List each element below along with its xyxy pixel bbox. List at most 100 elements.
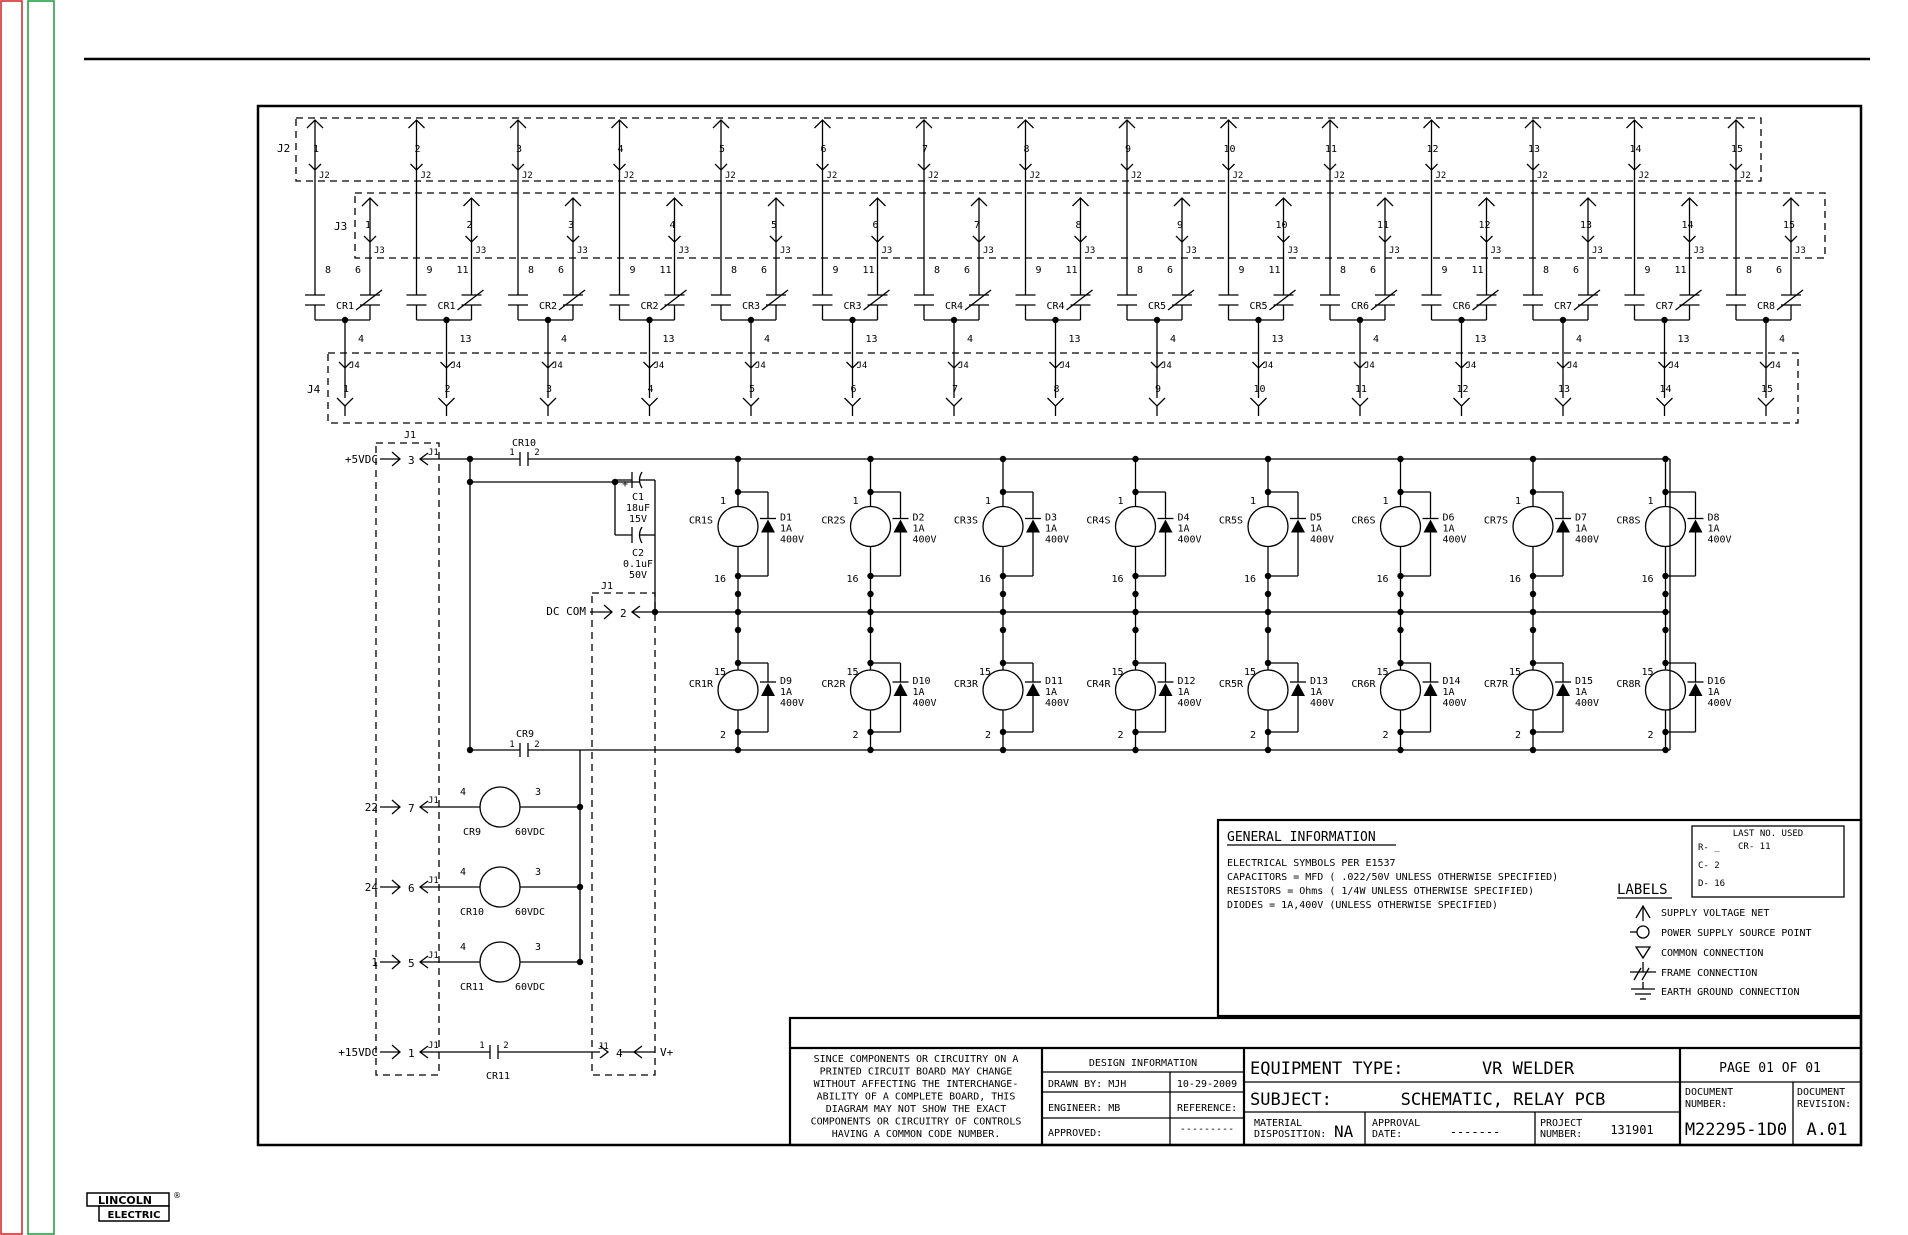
j4-plug-label: J4	[1466, 361, 1477, 371]
diode-label: D8	[1708, 513, 1720, 524]
j1-connector-outline-right	[591, 592, 656, 1076]
contact-pin-left: 8	[1340, 265, 1346, 276]
common-pin-number: 13	[1678, 334, 1690, 345]
j4-plug-symbol	[1150, 361, 1164, 369]
diode-current: 1A	[1708, 687, 1720, 698]
coil-pin: 2	[1250, 730, 1256, 741]
cap-pin: 2	[534, 448, 539, 458]
j4-plug-label: J4	[349, 361, 360, 371]
relay-coil	[479, 866, 521, 908]
cap-pin: 1	[479, 1041, 484, 1051]
contact-pin-right: 6	[761, 265, 767, 276]
junction-dot	[1662, 608, 1669, 616]
relay-voltage: 60VDC	[515, 907, 545, 918]
common-pin-number: 4	[1576, 334, 1582, 345]
contact-pin-right: 11	[1269, 265, 1281, 276]
j4-pin-number: 12	[1456, 384, 1468, 395]
logo-bottom-bar	[98, 1205, 170, 1222]
coil-label: CR1S	[689, 516, 713, 527]
j4-pin-number: 2	[444, 384, 450, 395]
j3-pin-number: 10	[1275, 220, 1287, 231]
approval-label: DATE:	[1372, 1129, 1402, 1140]
j2-plug-label: J2	[1537, 171, 1548, 181]
j3-plug-label: J3	[780, 246, 791, 256]
j4-connector-outline	[327, 352, 1799, 424]
j1-plug-label: J1	[598, 1042, 609, 1052]
equipment-type: VR WELDER	[1482, 1059, 1575, 1079]
contact-slash	[1167, 289, 1195, 311]
diode-label: D7	[1575, 513, 1587, 524]
contact-pin-right: 6	[1776, 265, 1782, 276]
contact-pin-right: 11	[1675, 265, 1687, 276]
last-used-cr: CR- 11	[1738, 842, 1771, 852]
coil-label: CR1R	[689, 679, 714, 690]
power-net-label: +5VDC	[345, 453, 378, 466]
j4-receptacle-symbol	[438, 397, 455, 407]
j2-pin-number: 14	[1629, 144, 1641, 155]
contact-slash	[1066, 289, 1093, 311]
j3-plug-label: J3	[1592, 246, 1603, 256]
common-pin-number: 4	[967, 334, 973, 345]
page-number: PAGE 01 OF 01	[1719, 1061, 1821, 1076]
relay-voltage: 60VDC	[515, 982, 545, 993]
j4-plug-symbol	[1252, 361, 1265, 369]
coil-label: CR6R	[1351, 679, 1376, 690]
j1-plug-label: J1	[428, 876, 439, 886]
j4-plug-label: J4	[755, 361, 766, 371]
contact-pin-left: 8	[934, 265, 940, 276]
vplus-label: V+	[660, 1046, 674, 1059]
material-label: DISPOSITION:	[1254, 1129, 1326, 1140]
j2-pin-number: 6	[820, 144, 826, 155]
contact-pin-right: 6	[1370, 265, 1376, 276]
design-info-title: DESIGN INFORMATION	[1089, 1058, 1197, 1069]
diode-symbol	[1556, 519, 1570, 533]
coil-pin: 16	[1244, 574, 1256, 585]
coil-pin: 2	[1515, 730, 1521, 741]
j4-pin-number: 6	[850, 384, 856, 395]
j3-plug-label: J3	[1795, 246, 1806, 256]
coil-pin: 16	[1641, 574, 1653, 585]
junction-dot	[867, 572, 874, 580]
coil-pin: 2	[1117, 730, 1123, 741]
common-pin-number: 13	[663, 334, 675, 345]
common-pin-number: 4	[561, 334, 567, 345]
general-info-line: DIODES = 1A,400V (UNLESS OTHERWISE SPECI…	[1227, 900, 1498, 911]
coil-label: CR6S	[1351, 516, 1375, 527]
dc-com-pin: 2	[620, 607, 627, 620]
diode-current: 1A	[1310, 687, 1322, 698]
diode-voltage: 400V	[913, 535, 937, 546]
project-value: 131901	[1610, 1123, 1653, 1137]
diode-voltage: 400V	[1708, 535, 1732, 546]
project-label: NUMBER:	[1540, 1129, 1582, 1140]
coil-pin: 16	[1376, 574, 1388, 585]
c2-voltage: 50V	[629, 570, 647, 581]
junction-dot	[1397, 659, 1404, 667]
coil-pin: 15	[846, 667, 858, 678]
junction-dot	[999, 608, 1007, 616]
junction-dot	[1264, 659, 1272, 667]
junction-dot	[1529, 608, 1537, 616]
contact-pin-left: 8	[1746, 265, 1752, 276]
coil-pin-right: 3	[535, 867, 541, 878]
junction-dot	[734, 488, 742, 496]
cr9-label: CR9	[516, 729, 534, 740]
j4-plug-symbol	[744, 361, 758, 369]
relay-coil	[1512, 669, 1554, 711]
diode-current: 1A	[1708, 524, 1720, 535]
coil-label: CR8R	[1616, 679, 1641, 690]
diode-current: 1A	[913, 687, 925, 698]
capacitor-plate-curved	[638, 471, 643, 489]
j4-plug-symbol	[947, 361, 961, 369]
j4-receptacle-symbol	[1351, 397, 1369, 407]
last-used-box	[1691, 825, 1845, 898]
diode-voltage: 400V	[780, 698, 804, 709]
j2-pin-number: 9	[1125, 144, 1131, 155]
diode-current: 1A	[1178, 687, 1190, 698]
j2-plug-label: J2	[1131, 171, 1142, 181]
